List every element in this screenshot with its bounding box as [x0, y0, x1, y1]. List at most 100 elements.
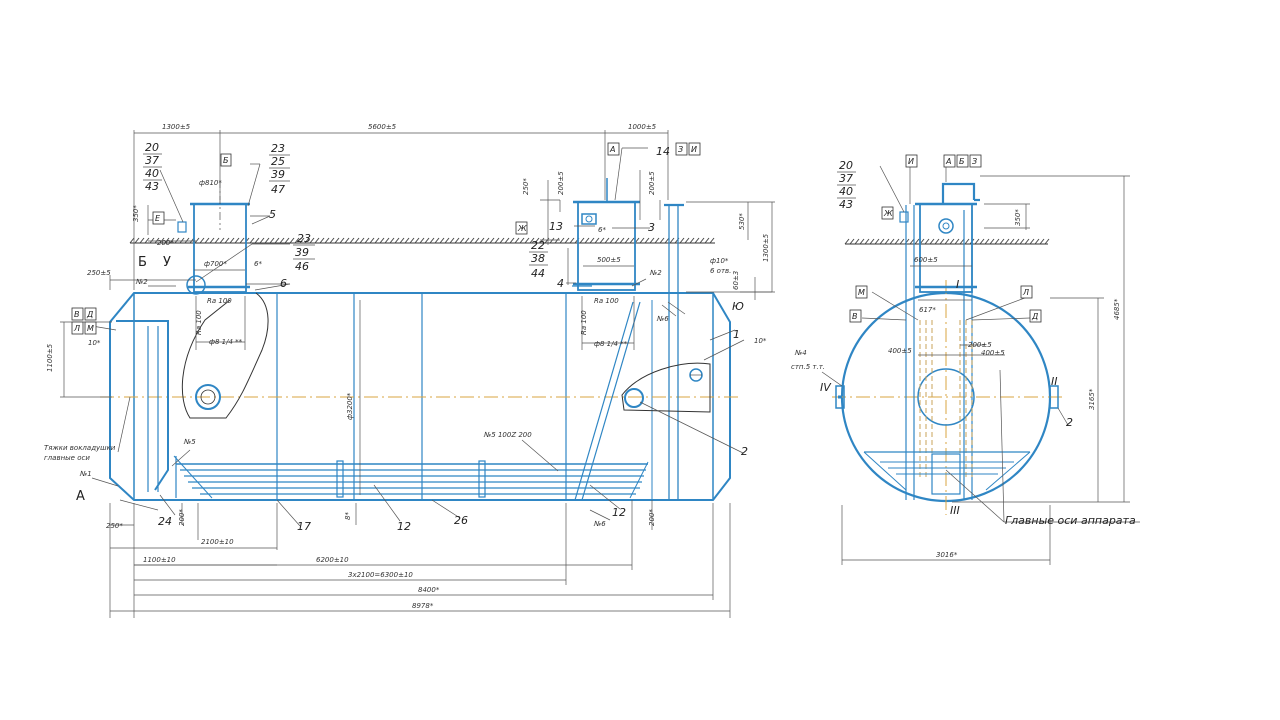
- part-6: 6: [280, 277, 287, 290]
- svg-text:43: 43: [145, 180, 159, 193]
- dim-4685: 4685*: [1113, 298, 1121, 320]
- ground-hatch-line: [229, 237, 235, 244]
- part-5: 5: [269, 208, 276, 221]
- svg-text:37: 37: [839, 172, 853, 185]
- ground-hatch-line: [609, 237, 615, 244]
- ground-hatch-line: [544, 237, 550, 244]
- ground-hatch-line: [369, 237, 375, 244]
- rbox-a: А: [945, 157, 951, 166]
- dim-3200: ф3200*: [346, 392, 354, 420]
- rbox-v: В: [852, 312, 858, 321]
- ground-hatch-line: [319, 237, 325, 244]
- ground-hatch-line: [509, 237, 515, 244]
- box-zh: Ж: [517, 224, 527, 233]
- ground-hatch-line: [479, 237, 485, 244]
- ground-hatch-line: [669, 237, 675, 244]
- ground-hatch-line: [859, 238, 865, 245]
- ground-hatch-line: [359, 237, 365, 244]
- ground-hatch-line: [464, 237, 470, 244]
- dim-400: 400±5: [888, 347, 912, 355]
- ground-hatch-line: [399, 237, 405, 244]
- ground-hatch-line: [439, 237, 445, 244]
- ground-hatch-line: [324, 237, 330, 244]
- ground-hatch-line: [984, 238, 990, 245]
- ground-hatch-line: [694, 237, 700, 244]
- ground-hatch-line: [539, 237, 545, 244]
- svg-text:20: 20: [839, 159, 853, 172]
- svg-text:22: 22: [531, 239, 545, 252]
- box-l: Л: [73, 324, 80, 333]
- ground-hatch-line: [134, 237, 140, 244]
- part-13: 13: [549, 220, 563, 233]
- rbox-zh: Ж: [883, 209, 893, 218]
- rbox-d: Д: [1031, 312, 1038, 321]
- ground-hatch-line: [979, 238, 985, 245]
- ground-hatch-line: [1009, 238, 1015, 245]
- rbox-z: З: [972, 157, 977, 166]
- ground-hatch-line: [1024, 238, 1030, 245]
- dim-8978: 8978*: [412, 602, 434, 610]
- dim-617: 617*: [919, 306, 936, 314]
- ground-hatch-line: [449, 237, 455, 244]
- main-axes-note: Главные оси аппарата: [1005, 514, 1136, 527]
- dim-3x2100: 3х2100=6300±10: [348, 571, 413, 579]
- note-phi10-sub: 6 отв.: [710, 267, 731, 275]
- label-ii: II: [1051, 375, 1058, 388]
- ground-hatch-line: [569, 237, 575, 244]
- side-view: 1300±5 5600±5 1000±5 250±5 1100±5 200* 3…: [44, 123, 775, 618]
- label-yu: Ю: [732, 300, 744, 313]
- ground-hatch-line: [389, 237, 395, 244]
- ground-hatch-line: [554, 237, 560, 244]
- ground-hatch-line: [604, 237, 610, 244]
- ground-hatch-line: [914, 238, 920, 245]
- ground-hatch-line: [239, 237, 245, 244]
- box-b: Б: [223, 156, 229, 165]
- ground-hatch-line: [549, 237, 555, 244]
- dim-8400: 8400*: [418, 586, 440, 594]
- ground-hatch-line: [594, 237, 600, 244]
- ground-hatch-line: [619, 237, 625, 244]
- ground-hatch-line: [374, 237, 380, 244]
- note-n2b: №2: [649, 269, 662, 277]
- ground-hatch-line: [279, 237, 285, 244]
- ground-hatch-line: [1039, 238, 1045, 245]
- partgroup-2: 23 25 39 47: [269, 142, 290, 196]
- ground-hatch-line: [1004, 238, 1010, 245]
- part-1: 1: [733, 328, 740, 341]
- ground-hatch-line: [344, 237, 350, 244]
- ground-hatch-line: [269, 237, 275, 244]
- ground-hatch-line: [334, 237, 340, 244]
- ground-hatch-line: [289, 237, 295, 244]
- ground-hatch-line: [899, 238, 905, 245]
- label-iv: IV: [820, 381, 832, 394]
- ground-hatch-line: [994, 238, 1000, 245]
- ground-hatch-line: [559, 237, 565, 244]
- ground-hatch-line: [934, 238, 940, 245]
- dim-250: 250±5: [87, 269, 111, 277]
- ground-hatch-line: [159, 237, 165, 244]
- dim-814a: ф8 1/4 **: [209, 338, 243, 346]
- rbox-l: Л: [1022, 288, 1029, 297]
- svg-text:20: 20: [145, 141, 159, 154]
- ground-hatch-line: [869, 238, 875, 245]
- ground-hatch-line: [354, 237, 360, 244]
- ground-hatch-line: [709, 237, 715, 244]
- ground-hatch-line: [564, 237, 570, 244]
- ground-hatch-line: [879, 238, 885, 245]
- partgroup-5: 20 37 40 43: [837, 159, 856, 211]
- box-v: В: [74, 310, 80, 319]
- dim-1000: 1000±5: [628, 123, 657, 131]
- dim-6b: 6*: [598, 226, 606, 234]
- ground-hatch-line: [429, 237, 435, 244]
- ground-hatch-line: [179, 237, 185, 244]
- dim-10a: 10*: [88, 339, 101, 347]
- partgroup-4: 22 38 44: [529, 239, 548, 280]
- dim-200b: 200±5: [557, 171, 565, 195]
- dim-200f: 200±5: [968, 341, 992, 349]
- ground-hatch-line: [139, 237, 145, 244]
- part-14: 14: [656, 145, 670, 158]
- note-n6b: №6: [593, 520, 606, 528]
- ground-hatch-line: [144, 237, 150, 244]
- label-u: У: [163, 255, 171, 270]
- ground-hatch-line: [599, 237, 605, 244]
